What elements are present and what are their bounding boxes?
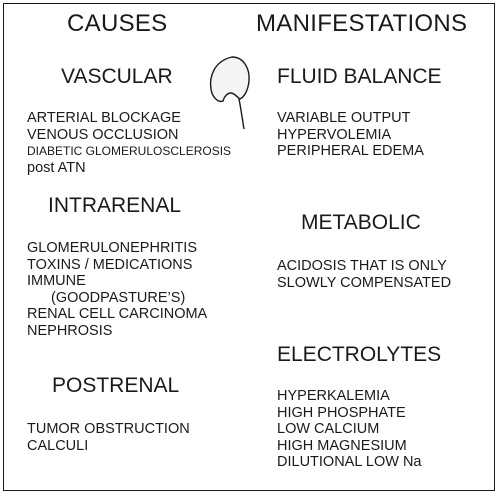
list-item: GLOMERULONEPHRITIS [27, 240, 197, 256]
metabolic-title: METABOLIC [301, 211, 421, 234]
postrenal-list: TUMOR OBSTRUCTION CALCULI [27, 421, 190, 454]
list-item: DIABETIC GLOMERULOSCLEROSIS [27, 144, 232, 158]
list-item: TOXINS / MEDICATIONS [27, 256, 193, 273]
intrarenal-title: INTRARENAL [48, 194, 182, 217]
manifestations-header: MANIFESTATIONS [256, 10, 468, 37]
vascular-list: ARTERIAL BLOCKAGE VENOUS OCCLUSION DIABE… [27, 110, 231, 176]
electrolytes-list: HYPERKALEMIA HIGH PHOSPHATE LOW CALCIUM … [277, 388, 422, 471]
list-item: CALCULI [27, 437, 89, 454]
list-item: HIGH MAGNESIUM [277, 437, 407, 454]
list-item: SLOWLY COMPENSATED [277, 274, 452, 291]
list-item: (GOODPASTURE’S) [51, 289, 186, 306]
metabolic-list: ACIDOSIS THAT IS ONLY SLOWLY COMPENSATED [277, 258, 451, 291]
intrarenal-list: GLOMERULONEPHRITIS TOXINS / MEDICATIONS … [27, 240, 207, 339]
postrenal-title: POSTRENAL [52, 374, 180, 397]
kidney-icon [209, 56, 250, 130]
list-item: HYPERKALEMIA [277, 388, 390, 404]
fluid-balance-title: FLUID BALANCE [277, 65, 442, 88]
list-item: ACIDOSIS THAT IS ONLY [277, 258, 447, 274]
fluid-balance-list: VARIABLE OUTPUT HYPERVOLEMIA PERIPHERAL … [277, 110, 424, 160]
list-item: ARTERIAL BLOCKAGE [27, 110, 181, 126]
causes-header: CAUSES [67, 10, 168, 37]
list-item: VARIABLE OUTPUT [277, 110, 411, 126]
list-item: PERIPHERAL EDEMA [277, 143, 424, 159]
list-item: NEPHROSIS [27, 322, 113, 339]
list-item: DILUTIONAL LOW Na [277, 454, 422, 470]
list-item: HIGH PHOSPHATE [277, 404, 406, 421]
list-item: TUMOR OBSTRUCTION [27, 421, 190, 437]
diagram-frame [3, 3, 495, 491]
electrolytes-title: ELECTROLYTES [277, 343, 442, 366]
list-item: VENOUS OCCLUSION [27, 126, 179, 143]
list-item: LOW CALCIUM [277, 421, 380, 437]
vascular-title: VASCULAR [61, 65, 173, 88]
list-item: IMMUNE [27, 273, 86, 289]
list-item: RENAL CELL CARCINOMA [27, 306, 208, 322]
list-item: post ATN [27, 159, 86, 176]
list-item: HYPERVOLEMIA [277, 126, 392, 143]
